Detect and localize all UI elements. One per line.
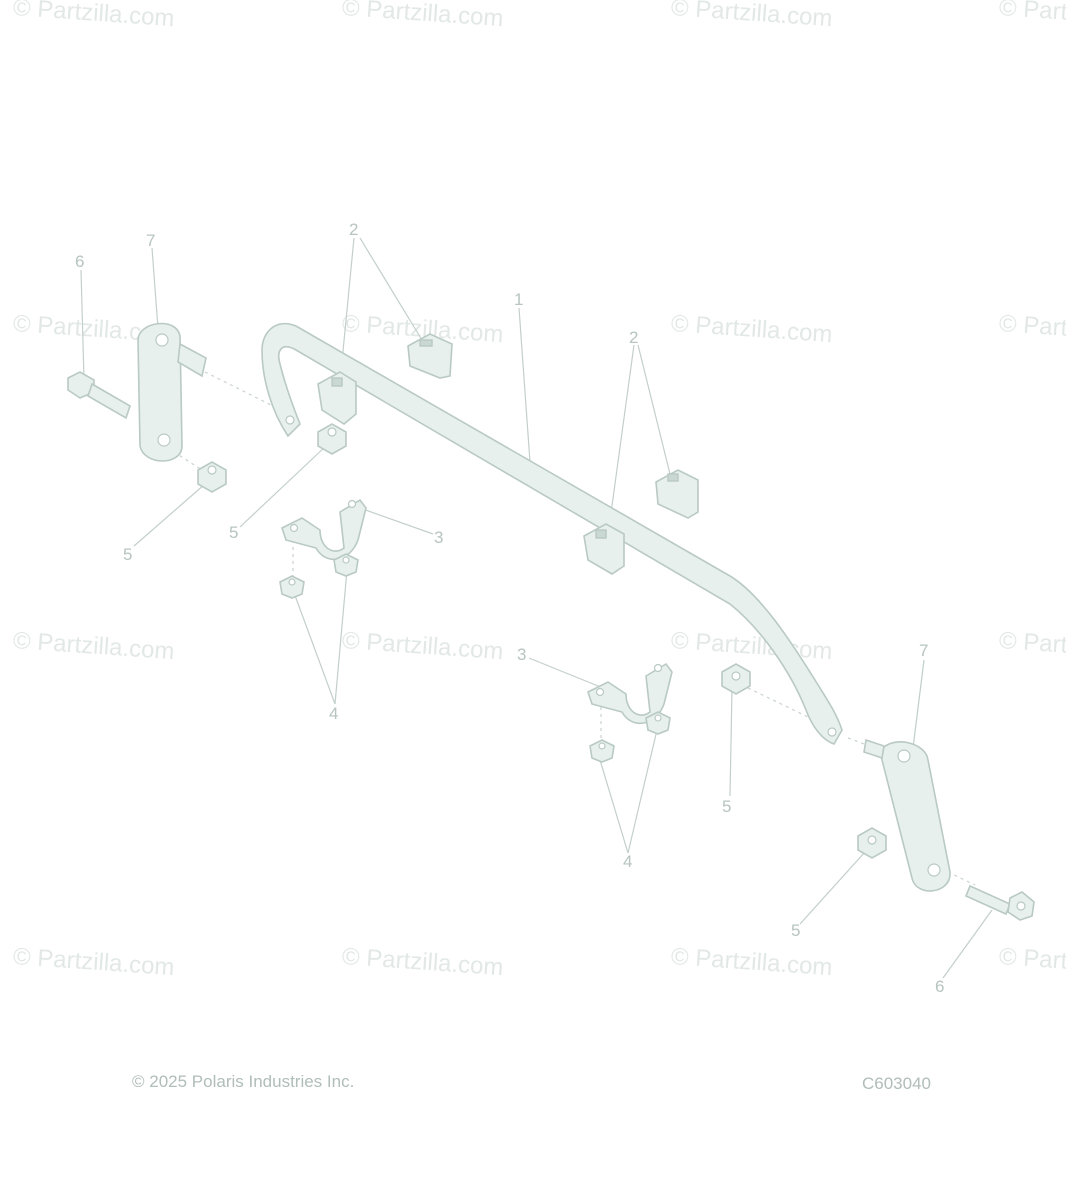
callout-7: 7 [146,231,156,250]
leader-lines [80,237,993,979]
link-bushing [857,827,887,859]
bushing [317,371,357,425]
callout-2: 2 [349,220,359,239]
diagram-code: C603040 [862,1074,932,1093]
callout-5: 5 [791,921,801,940]
link-bushing [317,423,347,455]
callout-2: 2 [629,328,639,347]
link-bushing [197,461,227,493]
callout-7: 7 [919,641,929,660]
bolt [964,884,1035,921]
callout-6: 6 [935,977,945,996]
callout-4: 4 [329,704,339,723]
bushing [655,469,699,519]
callout-5: 5 [229,523,239,542]
callout-6: 6 [75,252,85,271]
callout-3: 3 [434,528,444,547]
alignment-lines [167,371,976,886]
callout-5: 5 [123,545,133,564]
flange-nut [645,711,671,735]
bushing [583,523,625,575]
callout-4: 4 [623,852,633,871]
copyright-text: © 2025 Polaris Industries Inc. [132,1072,355,1091]
flange-nut [589,739,615,763]
clamp [587,662,673,725]
callout-3: 3 [517,645,527,664]
clamp [281,498,367,561]
callout-5: 5 [722,797,732,816]
bolt [67,371,131,420]
callout-1: 1 [514,290,524,309]
stabilizer-bar [261,323,843,745]
bushing [407,333,453,379]
link-bushing [721,663,751,695]
end-link [863,738,951,892]
end-link [137,322,207,462]
flange-nut [279,575,305,599]
flange-nut [333,553,359,577]
